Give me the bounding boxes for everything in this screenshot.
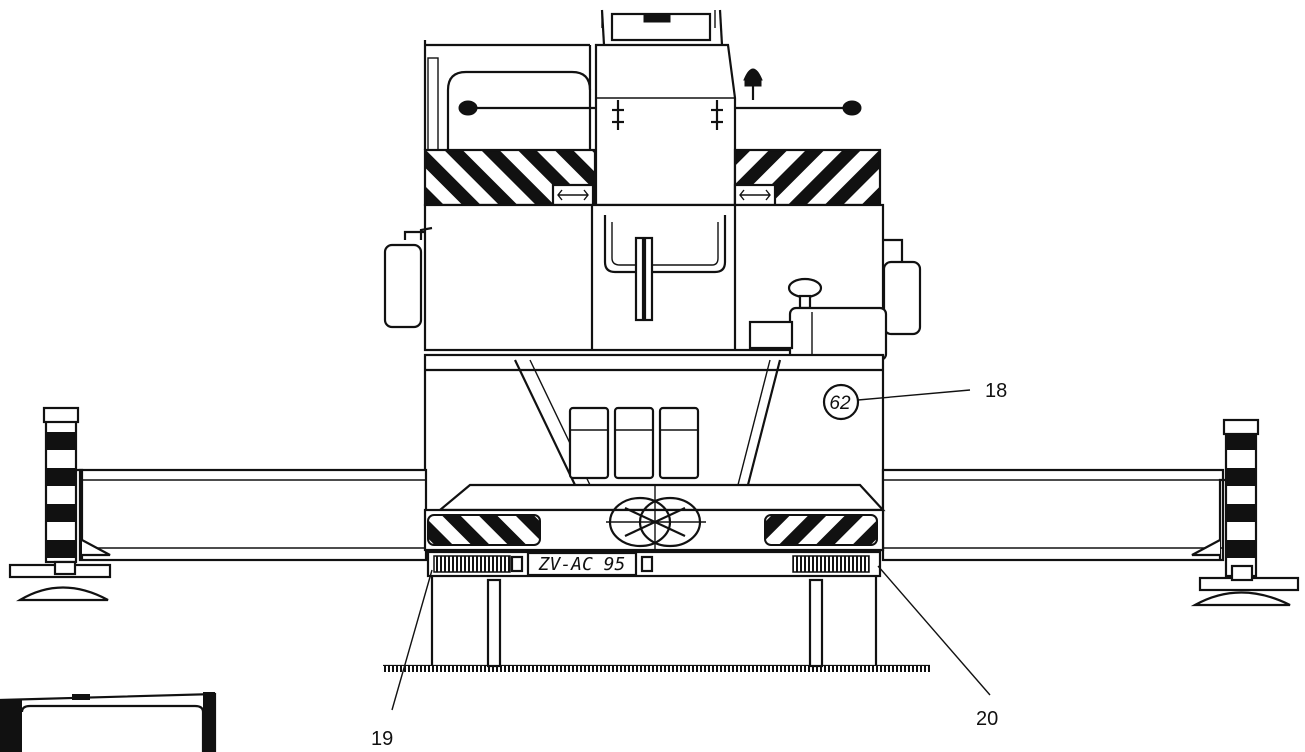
outrigger-jack-left: [8, 406, 112, 602]
side-lamp-right: [882, 238, 922, 336]
hazard-panel-upper-left: [423, 148, 597, 207]
front-bumper: [426, 550, 882, 578]
outrigger-jack-right: [1190, 418, 1300, 607]
tow-mechanism: [606, 485, 706, 560]
inset-frame-partial: [0, 692, 217, 752]
side-lamp-left: [383, 226, 433, 329]
lower-legs: [430, 576, 878, 668]
ventilation-grilles: [568, 406, 700, 480]
callout-20-label: 20: [976, 708, 998, 730]
outrigger-beam-left: [78, 468, 428, 562]
hazard-panel-lower-left: [427, 514, 541, 546]
engine-unit: [748, 277, 888, 362]
callout-19: 19: [371, 569, 433, 750]
callout-20: 20: [877, 565, 998, 730]
callout-18: 18: [857, 380, 1007, 402]
ground-line: [383, 664, 930, 672]
badge-text: 62: [829, 393, 851, 414]
hazard-panel-lower-right: [764, 514, 878, 546]
outrigger-beam-right: [881, 468, 1225, 562]
crane-boom-top: [600, 9, 724, 46]
hazard-panel-upper-right: [733, 148, 882, 207]
central-column: [594, 43, 737, 207]
beacon-light-icon: [743, 68, 763, 100]
badge-62: 62: [822, 383, 860, 421]
callout-18-label: 18: [985, 380, 1007, 402]
callout-19-label: 19: [371, 728, 393, 750]
license-plate: ZV-AC 95: [526, 551, 638, 577]
license-plate-text: ZV-AC 95: [538, 554, 626, 575]
